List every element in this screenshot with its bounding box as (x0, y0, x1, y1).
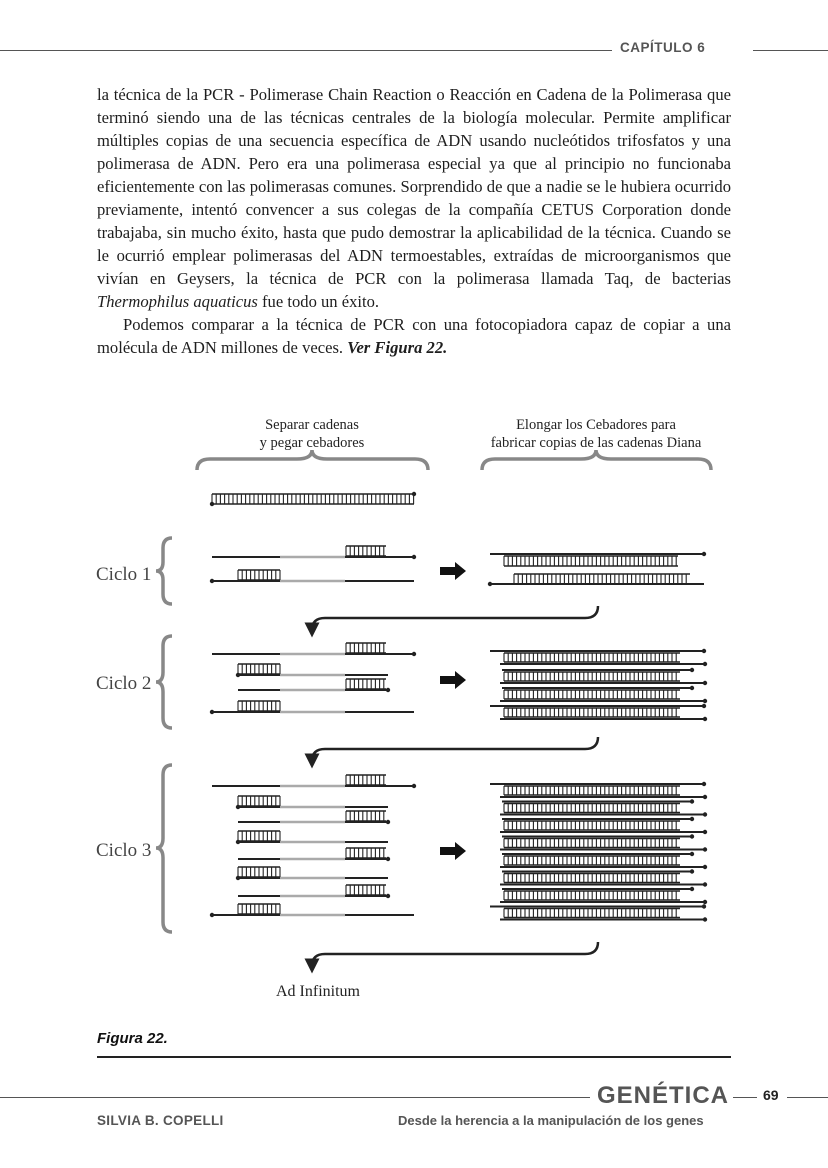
caption-rule (97, 1056, 731, 1058)
strand-end (689, 799, 695, 804)
header-rule-left (0, 50, 612, 51)
strand-end (702, 716, 708, 722)
stage-label-elongate: Elongar los Cebadores para fabricar copi… (491, 417, 702, 451)
strand-end (385, 893, 391, 899)
strand-end (411, 783, 417, 789)
brace-cycle-2 (155, 634, 173, 730)
stage-label-separate: Separar cadenas y pegar cebadores (260, 417, 365, 451)
strand-end (487, 581, 493, 587)
brace-cycle-1 (155, 536, 173, 606)
paragraph-2: Podemos comparar a la técnica de PCR con… (97, 313, 731, 359)
strand-end (411, 554, 417, 560)
footer-rule-left (0, 1097, 590, 1098)
strand-end (702, 661, 708, 667)
figure-caption: Figura 22. (97, 1030, 168, 1047)
strand-end (702, 829, 708, 835)
strand-end (689, 886, 695, 892)
brace-elongate (480, 449, 713, 471)
paragraph-2-text: Podemos comparar a la técnica de PCR con… (97, 315, 731, 357)
pcr-diagram: Separar cadenas y pegar cebadores Elonga… (96, 417, 713, 1000)
return-arrow-1 (304, 605, 600, 638)
species-name: Thermophilus aquaticus (97, 292, 258, 311)
strand-end (209, 709, 215, 715)
dna-strands (209, 491, 708, 922)
paragraph-1-text: la técnica de la PCR - Polimerase Chain … (97, 85, 731, 288)
figure-reference: Ver Figura 22. (347, 338, 448, 357)
strand-end (702, 794, 708, 800)
arrow-cycle-3 (440, 842, 466, 860)
book-subtitle: Desde la herencia a la manipulación de l… (398, 1113, 704, 1128)
strand-end (689, 851, 695, 857)
strand-end (689, 667, 695, 673)
paragraph-1: la técnica de la PCR - Polimerase Chain … (97, 83, 731, 313)
body-text: la técnica de la PCR - Polimerase Chain … (97, 83, 731, 359)
author-name: SILVIA B. COPELLI (97, 1113, 224, 1128)
strand-end (701, 781, 707, 787)
strand-end (702, 847, 708, 852)
strand-end (385, 856, 391, 862)
stage-label-elongate-line-1: Elongar los Cebadores para (516, 417, 676, 433)
return-arrow-3 (304, 941, 600, 974)
paragraph-1-end: fue todo un éxito. (257, 292, 380, 311)
cycle-label-2: Ciclo 2 (96, 673, 151, 694)
strand-end (209, 912, 215, 918)
strand-end (702, 812, 708, 817)
strand-end (701, 904, 707, 909)
strand-end (689, 869, 695, 874)
footer-rule-mid (733, 1097, 757, 1098)
strand-end (689, 685, 695, 691)
strand-end (701, 551, 707, 557)
strand-end (702, 882, 708, 887)
strand-end (702, 899, 708, 905)
cycle-label-1: Ciclo 1 (96, 564, 151, 585)
strand-end (209, 578, 215, 584)
strand-end (385, 819, 391, 825)
page-number: 69 (763, 1087, 779, 1103)
brace-separate (195, 449, 430, 471)
strand-end (702, 864, 708, 870)
return-arrow-2 (304, 736, 600, 769)
strand-end (701, 703, 707, 709)
arrow-cycle-1 (440, 562, 466, 580)
strand-end (209, 501, 215, 507)
strand-end (385, 687, 391, 693)
strand-end (689, 834, 695, 839)
strand-end (411, 491, 417, 497)
chapter-heading: CAPÍTULO 6 (620, 40, 706, 55)
strand-end (702, 680, 708, 686)
strand-end (702, 698, 708, 704)
brace-cycle-3 (155, 763, 173, 934)
strand-end (702, 917, 708, 922)
book-title: GENÉTICA (597, 1082, 730, 1109)
strand-end (701, 648, 707, 654)
stage-label-separate-line-1: Separar cadenas (265, 417, 359, 433)
strand-end (411, 651, 417, 657)
cycle-label-3: Ciclo 3 (96, 840, 151, 861)
stage-label-elongate-line-2: fabricar copias de las cadenas Diana (491, 435, 702, 451)
ad-infinitum-label: Ad Infinitum (276, 983, 361, 1000)
header-rule-right (753, 50, 828, 51)
footer-rule-right (787, 1097, 828, 1098)
stage-label-separate-line-2: y pegar cebadores (260, 435, 365, 451)
strand-end (689, 816, 695, 822)
arrow-cycle-2 (440, 671, 466, 689)
